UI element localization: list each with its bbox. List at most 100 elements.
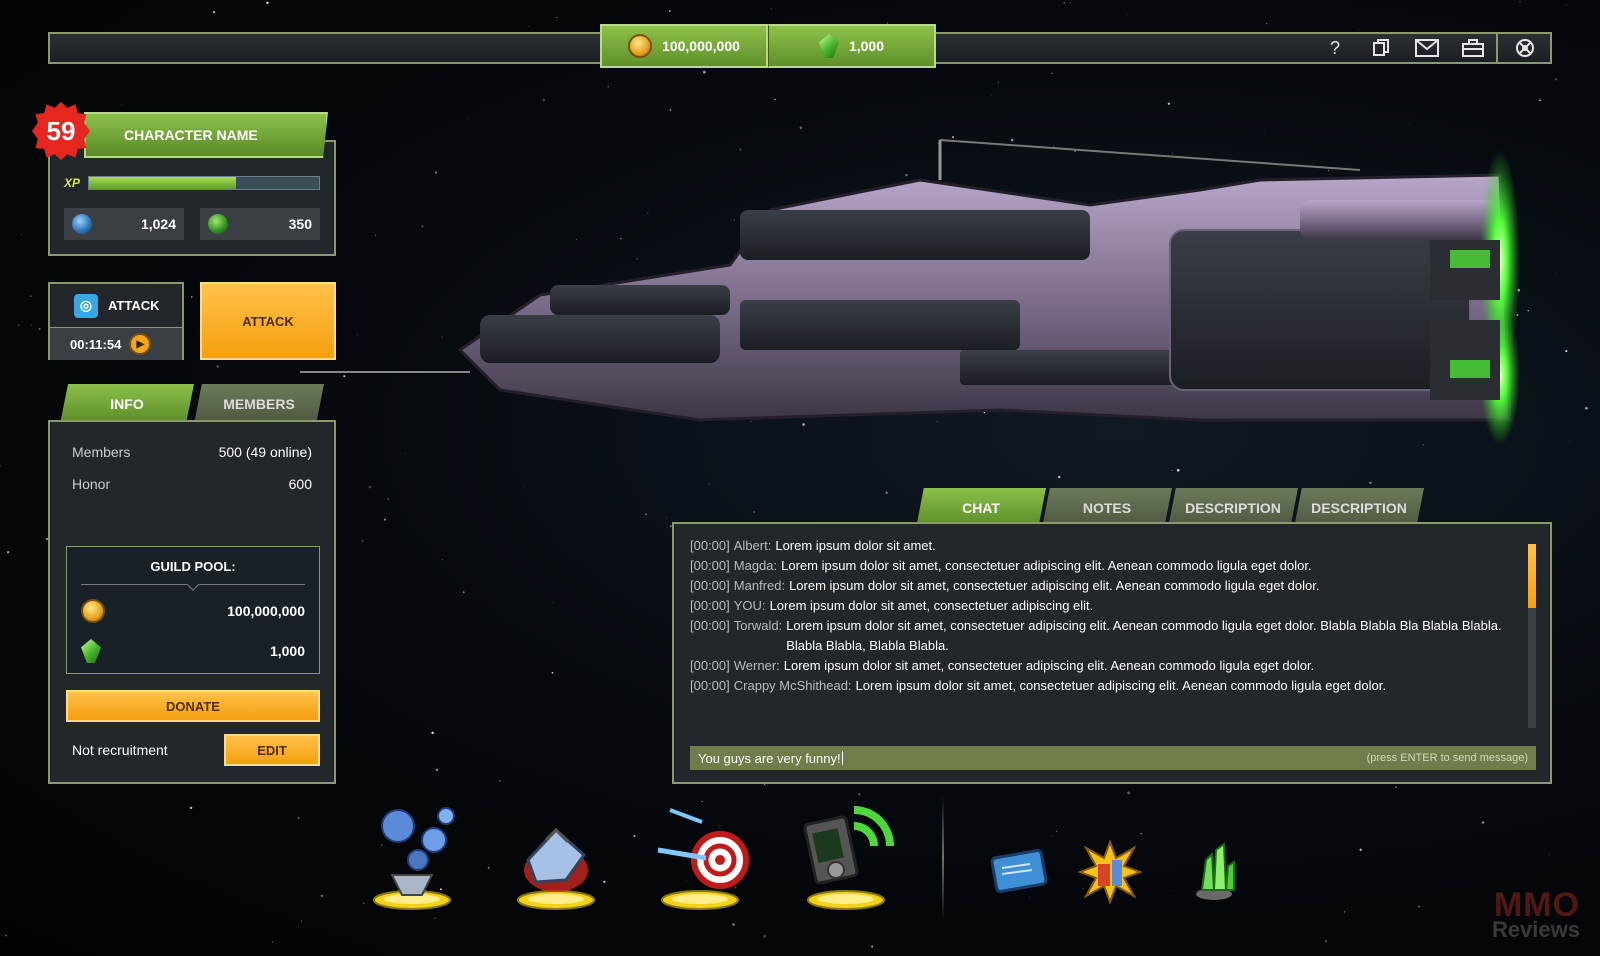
crosshair-icon: ◎	[74, 293, 98, 318]
tab-description-2[interactable]: DESCRIPTION	[1294, 488, 1424, 528]
message-text: Lorem ipsum dolor sit amet, consectetuer…	[781, 558, 1312, 573]
radar-console-icon[interactable]	[796, 800, 896, 916]
star	[991, 94, 992, 96]
crystal-amount: 1,000	[848, 38, 885, 54]
attack-label: ATTACK	[108, 298, 160, 313]
tab-description[interactable]: DESCRIPTION	[1168, 488, 1298, 528]
star	[297, 817, 300, 819]
star	[1051, 835, 1053, 836]
chat-message: [00:00] Torwald: Lorem ipsum dolor sit a…	[690, 616, 1510, 656]
inventory-icon[interactable]	[1450, 32, 1496, 64]
attack-timer: 00:11:54 ▶	[50, 328, 182, 360]
copy-icon[interactable]	[1358, 32, 1404, 64]
star	[753, 510, 756, 514]
chat-message: [00:00] Werner: Lorem ipsum dolor sit am…	[690, 656, 1510, 676]
star	[387, 498, 390, 500]
chat-log: [00:00] Albert: Lorem ipsum dolor sit am…	[690, 536, 1510, 696]
mail-icon[interactable]	[1404, 32, 1450, 64]
edit-button[interactable]: EDIT	[224, 734, 320, 766]
chat-tabs: CHAT NOTES DESCRIPTION DESCRIPTION	[916, 488, 1424, 528]
attack-button[interactable]: ATTACK	[200, 282, 336, 360]
scrollbar-thumb[interactable]	[1528, 544, 1536, 608]
message-time: [00:00]	[690, 558, 730, 573]
star	[607, 85, 610, 88]
play-icon[interactable]: ▶	[129, 333, 152, 355]
currency-display: 100,000,000 1,000	[600, 24, 936, 72]
star	[524, 487, 525, 489]
star	[1343, 911, 1346, 913]
crystal-shop-icon[interactable]	[1184, 840, 1248, 904]
star	[1056, 830, 1057, 832]
gold-amount: 100,000,000	[662, 38, 740, 54]
star	[1539, 99, 1541, 101]
message-time: [00:00]	[690, 578, 730, 593]
star	[271, 941, 274, 944]
message-author[interactable]: Magda:	[733, 558, 778, 573]
shields-icon[interactable]	[506, 800, 606, 916]
star	[1548, 853, 1550, 855]
chat-message: [00:00] YOU: Lorem ipsum dolor sit amet,…	[690, 596, 1510, 616]
star	[0, 464, 1, 467]
chat-input-value[interactable]: You guys are very funny!	[698, 750, 841, 766]
explosion-boost-icon[interactable]	[1077, 839, 1143, 905]
crystal-counter: 1,000	[768, 24, 936, 68]
honor-row: Honor 600	[72, 476, 312, 492]
gold-counter: 100,000,000	[600, 24, 768, 68]
star	[468, 117, 470, 119]
message-author[interactable]: Werner:	[733, 658, 780, 673]
character-name[interactable]: CHARACTER NAME	[84, 112, 328, 158]
donate-button[interactable]: DONATE	[66, 690, 320, 722]
dock-divider	[942, 796, 944, 920]
star	[361, 539, 364, 542]
star	[1070, 2, 1072, 4]
message-text: Lorem ipsum dolor sit amet.	[775, 538, 936, 553]
star	[1481, 821, 1485, 824]
message-text: Lorem ipsum dolor sit amet, consectetuer…	[786, 618, 1502, 653]
help-icon[interactable]: ?	[1329, 37, 1340, 58]
star	[1324, 940, 1328, 943]
tab-notes[interactable]: NOTES	[1042, 488, 1172, 528]
guild-pool-title: GUILD POOL:	[150, 559, 236, 574]
settings-icon[interactable]	[1496, 32, 1552, 64]
message-author[interactable]: Albert:	[733, 538, 772, 553]
star	[212, 11, 216, 14]
message-author[interactable]: Torwald:	[733, 618, 783, 633]
tab-chat[interactable]: CHAT	[916, 488, 1046, 528]
green-resource-stat: 350	[200, 208, 320, 240]
star	[1554, 78, 1558, 81]
pool-divider	[81, 584, 305, 585]
star	[266, 1, 269, 5]
top-icon-bar: ?	[1312, 32, 1552, 64]
star	[1127, 791, 1130, 795]
tab-info[interactable]: INFO	[60, 384, 194, 424]
blue-resource-value: 1,024	[140, 216, 176, 232]
chat-scrollbar[interactable]	[1528, 544, 1536, 728]
star	[732, 923, 735, 926]
galaxy-map-icon[interactable]	[362, 800, 462, 916]
tablet-icon[interactable]	[988, 840, 1052, 904]
message-author[interactable]: YOU:	[733, 598, 766, 613]
message-text: Lorem ipsum dolor sit amet, consectetuer…	[855, 678, 1386, 693]
star	[435, 768, 439, 772]
tab-members[interactable]: MEMBERS	[194, 384, 324, 424]
message-time: [00:00]	[690, 538, 730, 553]
star	[383, 518, 387, 521]
star	[633, 834, 636, 837]
chat-message: [00:00] Crappy McShithead: Lorem ipsum d…	[690, 676, 1510, 696]
honor-label: Honor	[72, 476, 111, 492]
message-time: [00:00]	[690, 598, 730, 613]
target-missions-icon[interactable]	[650, 800, 750, 916]
blue-orb-icon	[72, 214, 92, 234]
message-author[interactable]: Manfred:	[733, 578, 786, 593]
star	[645, 513, 647, 515]
attack-status-panel: ◎ ATTACK 00:11:54 ▶	[48, 282, 184, 360]
star	[189, 806, 193, 810]
xp-label: XP	[64, 176, 81, 190]
star	[885, 491, 888, 494]
chat-input[interactable]: You guys are very funny! (press ENTER to…	[690, 746, 1536, 770]
message-author[interactable]: Crappy McShithead:	[733, 678, 852, 693]
star	[708, 483, 710, 485]
members-row: Members 500 (49 online)	[72, 444, 312, 460]
members-label: Members	[72, 444, 131, 460]
blue-resource-stat: 1,024	[64, 208, 184, 240]
